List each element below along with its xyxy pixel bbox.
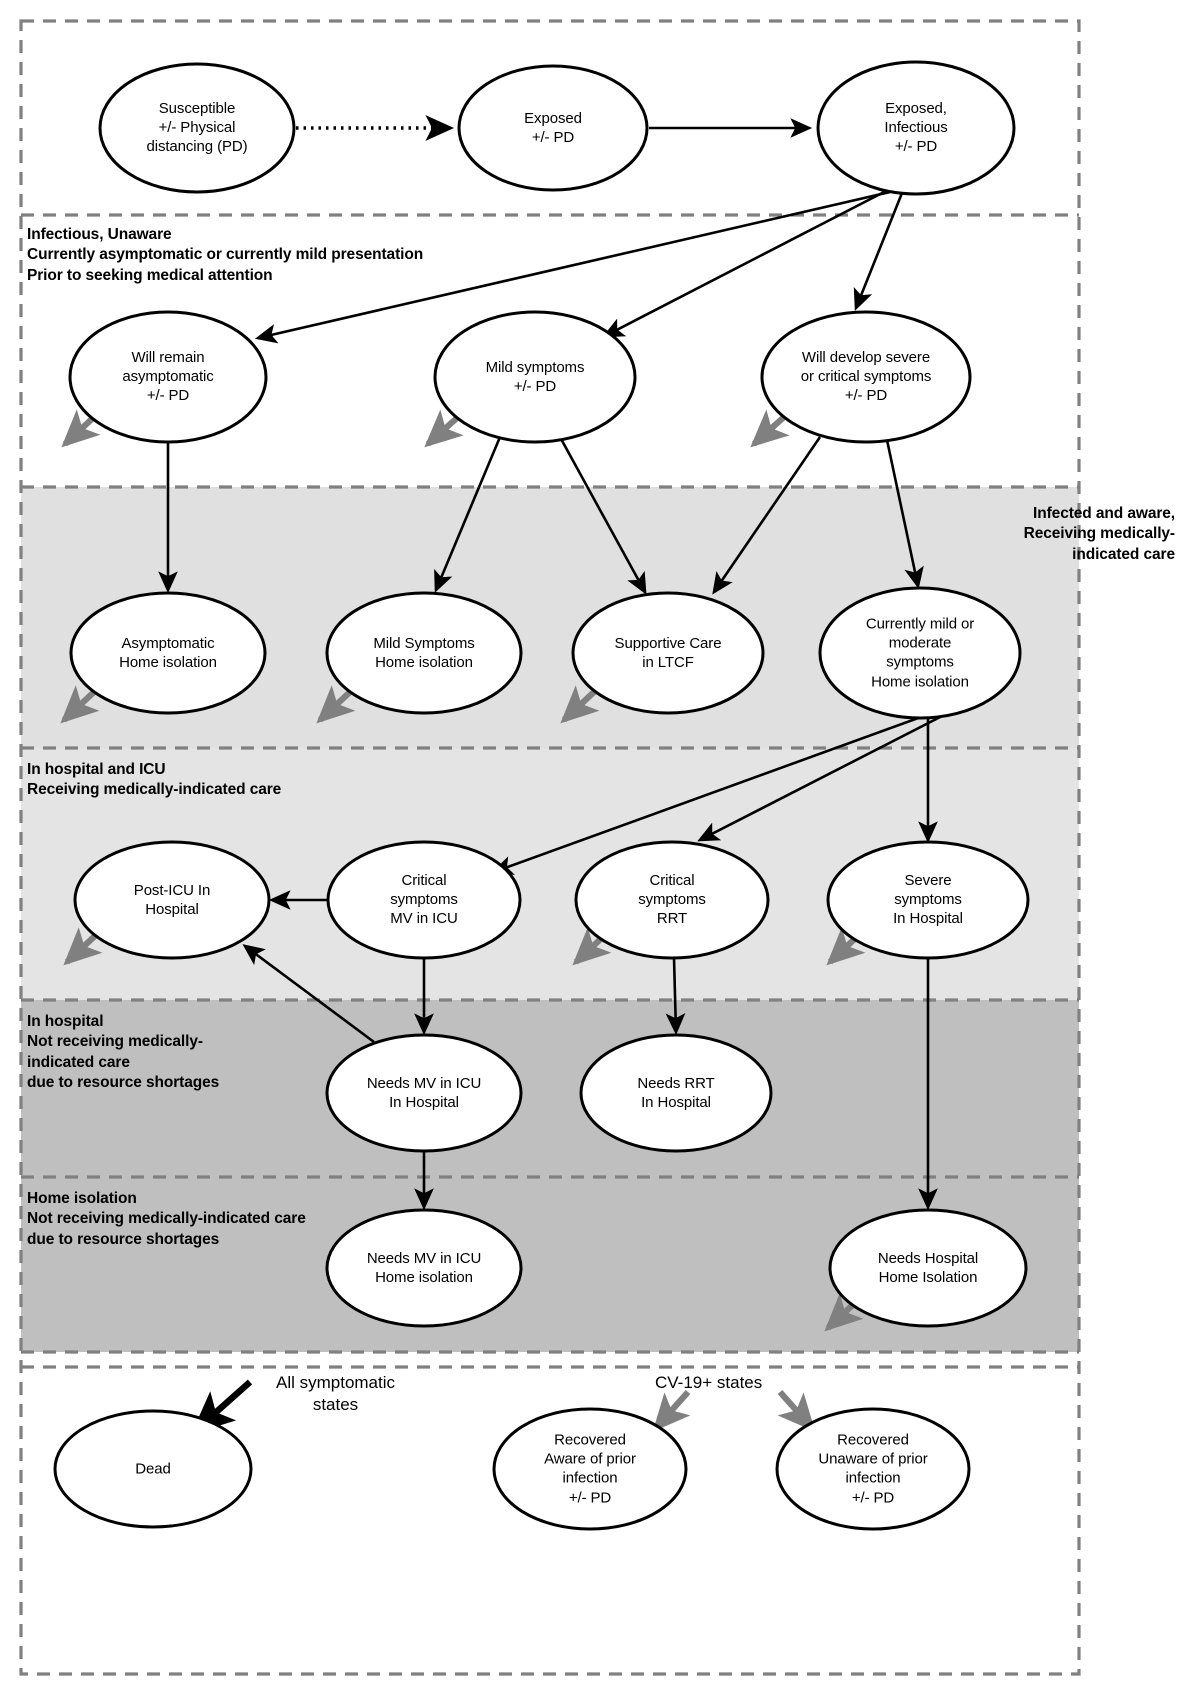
node-recovered-aware — [492, 1407, 688, 1531]
edge-severe-to-currently-mild-moderate — [885, 439, 924, 590]
band-label-home-shortage: Home isolation Not receiving medically-i… — [27, 1190, 306, 1248]
edge-mild-to-mild-home-isolation — [434, 436, 502, 593]
node-severe-in-hospital — [826, 840, 1030, 960]
exit-arrow-post-icu-in-hospital — [63, 927, 103, 966]
node-will-develop-severe — [760, 310, 972, 444]
exit-arrow-supportive-care-ltcf — [560, 685, 600, 724]
annotation-all-symptomatic-states: All symptomatic states — [275, 1373, 396, 1415]
node-currently-mild-moderate — [818, 586, 1022, 720]
edges — [158, 115, 969, 1435]
band-label-hospital-shortage: In hospital Not receiving medically- ind… — [27, 1013, 220, 1092]
node-mild-symptoms — [433, 310, 637, 444]
outer-dashed-border — [19, 19, 1081, 1676]
edge-severe-to-supportive-care — [712, 436, 822, 595]
node-supportive-care-ltcf — [571, 591, 765, 715]
band-label-hospital-icu: In hospital and ICU Receiving medically-… — [27, 761, 282, 799]
exit-arrow-cv19-to-recovered-aware — [652, 1389, 691, 1432]
exit-arrow-cv19-to-recovered-unaware — [777, 1389, 816, 1432]
annotation-cv19-plus-states: CV-19+ states — [655, 1373, 763, 1392]
node-exposed — [457, 64, 649, 192]
node-dead — [53, 1409, 253, 1529]
node-needs-mv-icu-home-isolation — [325, 1208, 523, 1328]
node-needs-rrt-in-hospital — [579, 1033, 773, 1153]
node-critical-rrt — [574, 840, 770, 960]
edge-mild-to-supportive-care — [558, 436, 647, 595]
node-post-icu-in-hospital — [73, 840, 271, 960]
node-recovered-unaware — [775, 1407, 971, 1531]
exit-arrow-will-remain-asymptomatic — [61, 409, 101, 448]
node-susceptible — [98, 62, 296, 194]
exit-arrow-will-develop-severe — [750, 409, 790, 448]
band-dividers — [21, 213, 1079, 1369]
band-fill-hospital-shortage — [21, 1000, 1079, 1177]
edge-currently-mild-to-critical-rrt — [697, 712, 947, 842]
node-needs-hospital-home-isolation — [828, 1208, 1028, 1328]
edge-currently-mild-to-critical-mv-icu — [491, 698, 969, 875]
edge-infectious-to-will-remain-asymptomatic — [254, 190, 891, 344]
edge-infectious-to-mild-symptoms — [602, 189, 887, 338]
edge-critical-rrt-to-needs-rrt — [665, 957, 686, 1036]
band-label-infectious-unaware: Infectious, Unaware Currently asymptomat… — [27, 226, 424, 284]
edge-needs-mv-hospital-to-post-icu — [242, 944, 375, 1044]
node-shapes — [53, 60, 1030, 1531]
node-mild-symptoms-home-isolation — [325, 591, 523, 715]
node-needs-mv-icu-in-hospital — [325, 1033, 523, 1153]
node-exposed-infectious — [816, 60, 1016, 196]
node-will-remain-asymptomatic — [68, 310, 268, 444]
exit-arrow-asymptomatic-home-isolation — [60, 685, 100, 724]
exit-arrow-mild-symptoms-home-isolation — [316, 685, 356, 724]
node-asymptomatic-home-isolation — [69, 591, 267, 715]
node-critical-mv-icu — [326, 840, 522, 960]
exit-arrow-mild-symptoms — [424, 409, 464, 448]
edge-infectious-to-will-develop-severe — [853, 192, 904, 311]
band-label-infected-aware: Infected and aware, Receiving medically-… — [1023, 505, 1175, 563]
